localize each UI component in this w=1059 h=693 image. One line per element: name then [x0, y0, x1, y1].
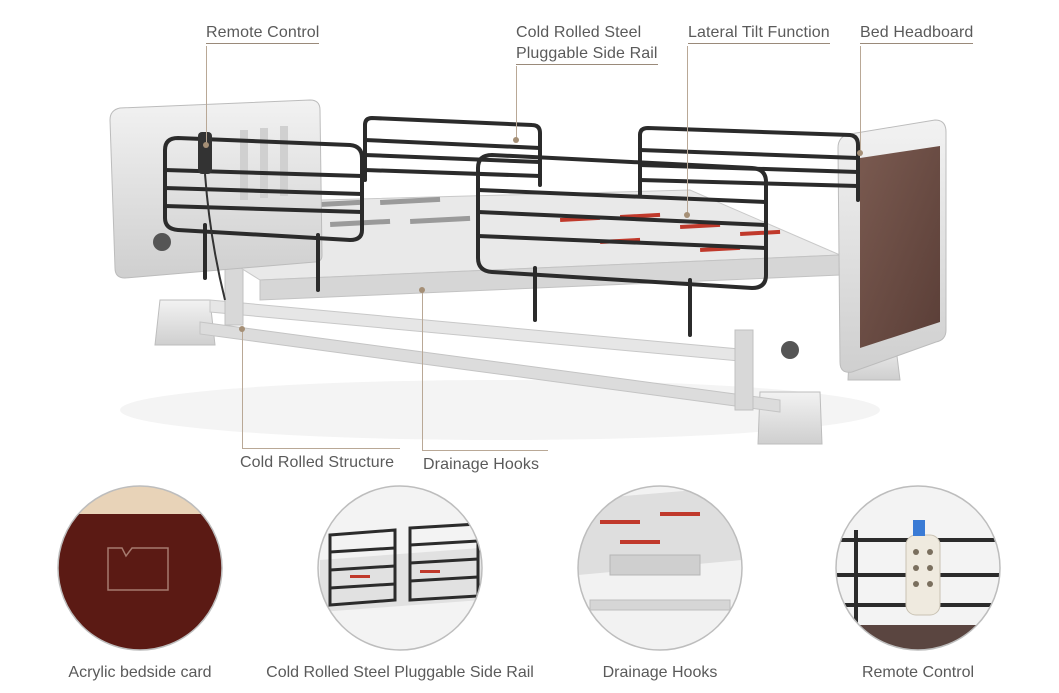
detail-circle-siderail — [317, 485, 483, 651]
caption-side-rail: Cold Rolled Steel Pluggable Side Rail — [266, 664, 534, 681]
detail-circle-card — [57, 485, 223, 651]
detail-circle-drainage — [577, 485, 743, 651]
leader-drainage-h — [422, 450, 548, 451]
base-frame — [154, 264, 901, 445]
callout-side-rail-line1: Cold Rolled Steel — [516, 24, 642, 41]
leader-drainage — [422, 290, 423, 450]
dot-structure — [239, 326, 245, 332]
leader-headboard — [860, 46, 861, 154]
callout-bed-headboard: Bed Headboard — [860, 24, 974, 44]
dot-drainage — [419, 287, 425, 293]
dot-tilt — [684, 212, 690, 218]
headboard — [837, 119, 947, 373]
callout-side-rail-line2: Pluggable Side Rail — [516, 45, 658, 65]
caption-acrylic-card: Acrylic bedside card — [68, 664, 212, 681]
callout-lateral-tilt: Lateral Tilt Function — [688, 24, 830, 44]
caption-drainage-hooks: Drainage Hooks — [602, 664, 718, 681]
callout-drainage-hooks: Drainage Hooks — [423, 456, 540, 473]
dot-remote — [203, 142, 209, 148]
caster — [781, 341, 799, 359]
detail-circle-remote — [835, 485, 1001, 651]
leader-tilt — [687, 46, 688, 216]
leader-remote — [206, 46, 207, 146]
dot-headboard — [857, 150, 863, 156]
leader-structure-h — [242, 448, 400, 449]
remote-pendant — [198, 132, 212, 174]
callout-remote-control: Remote Control — [206, 24, 320, 44]
side-rails — [163, 115, 860, 337]
caption-remote-control: Remote Control — [861, 664, 975, 681]
leader-siderail — [516, 66, 517, 140]
leader-structure — [242, 330, 243, 448]
dot-siderail — [513, 137, 519, 143]
callout-cold-rolled-structure: Cold Rolled Structure — [240, 454, 395, 471]
